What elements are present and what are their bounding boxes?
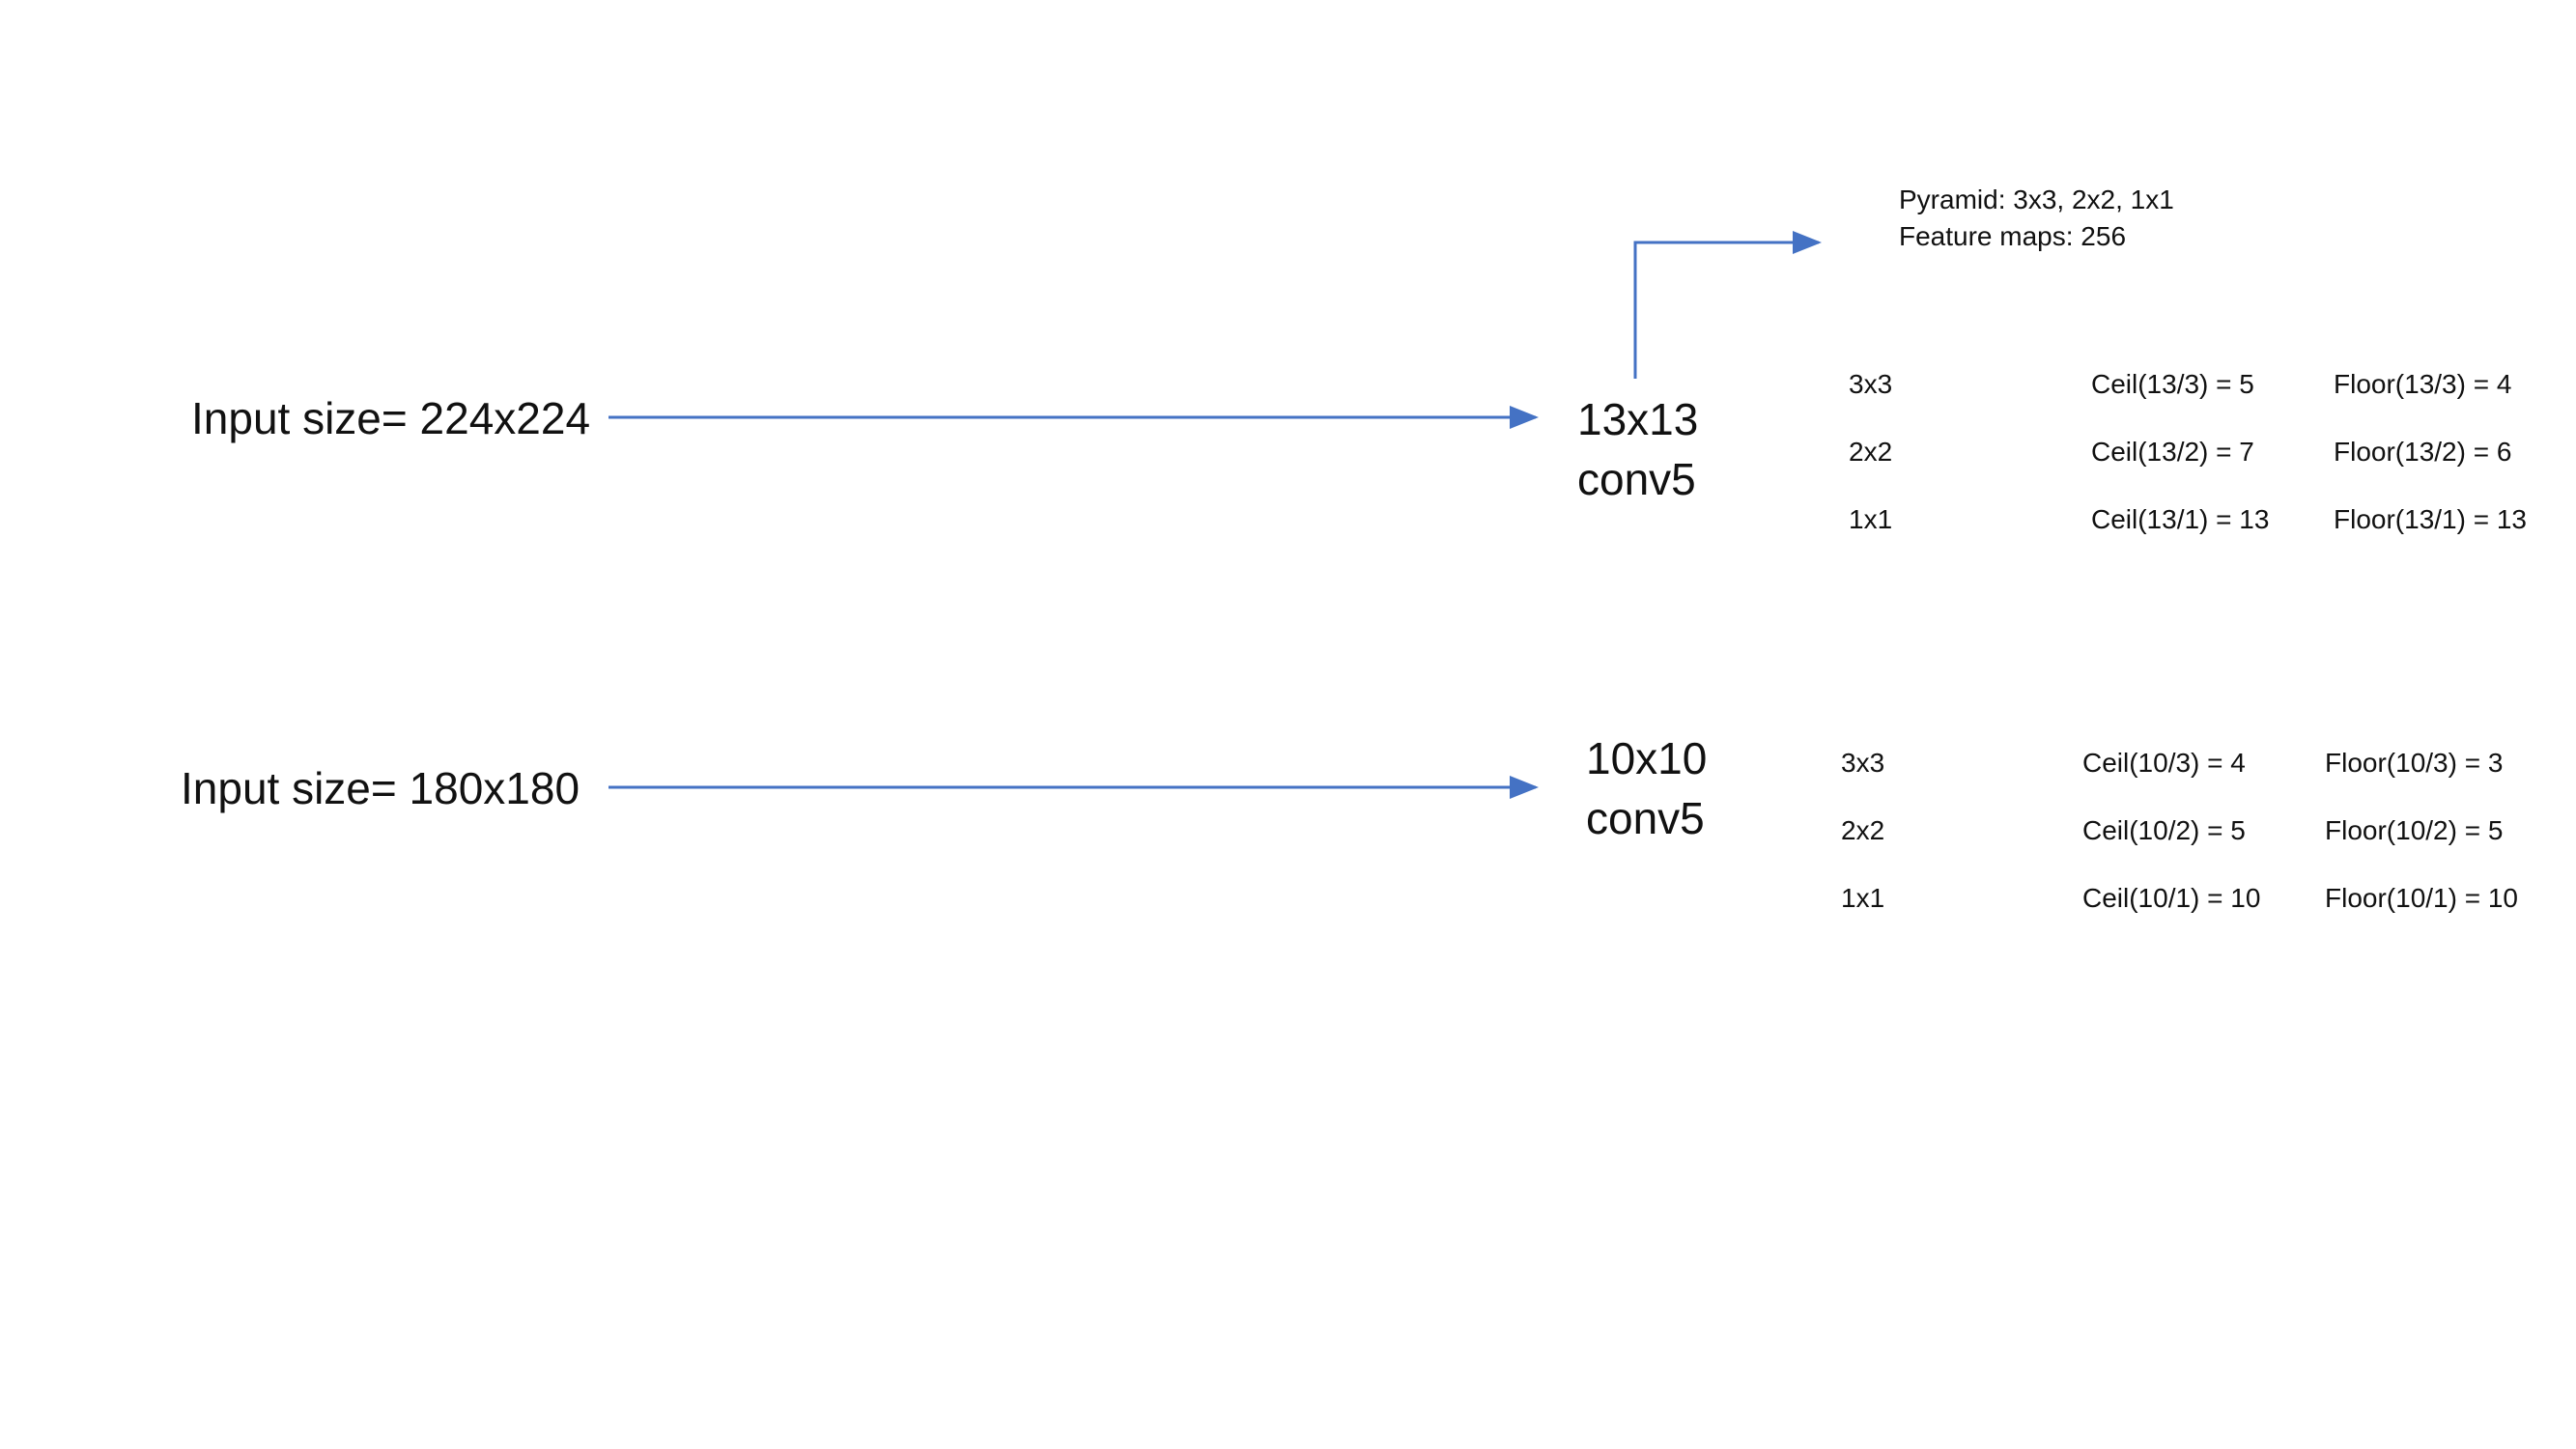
floor-value: Floor(13/2) = 6 <box>2334 437 2512 467</box>
feature-size-10x10: 10x10 <box>1586 733 1708 783</box>
feature-map-block-10x10: 10x10 conv5 <box>1586 728 1707 848</box>
bin-label: 1x1 <box>1849 504 1893 534</box>
floor-value: Floor(13/1) = 13 <box>2334 504 2527 534</box>
ceil-value: Ceil(10/3) = 4 <box>2082 748 2246 778</box>
floor-value: Floor(10/1) = 10 <box>2325 883 2518 913</box>
floor-value: Floor(10/2) = 5 <box>2325 815 2504 845</box>
ceil-value: Ceil(13/2) = 7 <box>2091 437 2254 467</box>
ceil-value: Ceil(13/3) = 5 <box>2091 369 2254 399</box>
ceil-value: Ceil(10/2) = 5 <box>2082 815 2246 845</box>
feature-size-13x13: 13x13 <box>1577 394 1699 444</box>
layer-name-conv5: conv5 <box>1586 793 1705 844</box>
bin-label: 1x1 <box>1841 883 1885 913</box>
pyramid-note-feature-maps: Feature maps: 256 <box>1899 220 2127 251</box>
bin-label: 2x2 <box>1849 437 1893 467</box>
ceil-value: Ceil(13/1) = 13 <box>2091 504 2270 534</box>
input-size-label-224: Input size= 224x224 <box>191 393 591 443</box>
arrow-conv5-to-pyramid-note <box>1633 231 1822 379</box>
ceil-value: Ceil(10/1) = 10 <box>2082 883 2261 913</box>
input-size-label-180: Input size= 180x180 <box>181 763 580 813</box>
floor-value: Floor(10/3) = 3 <box>2325 748 2504 778</box>
bin-label: 2x2 <box>1841 815 1885 845</box>
feature-map-block-13x13: 13x13 conv5 <box>1577 389 1698 509</box>
layer-name-conv5: conv5 <box>1577 454 1696 505</box>
floor-value: Floor(13/3) = 4 <box>2334 369 2512 399</box>
bin-label: 3x3 <box>1849 369 1893 399</box>
pyramid-note-bins: Pyramid: 3x3, 2x2, 1x1 <box>1899 185 2174 214</box>
pyramid-note: Pyramid: 3x3, 2x2, 1x1 Feature maps: 256 <box>1899 182 2174 255</box>
bin-label: 3x3 <box>1841 748 1885 778</box>
